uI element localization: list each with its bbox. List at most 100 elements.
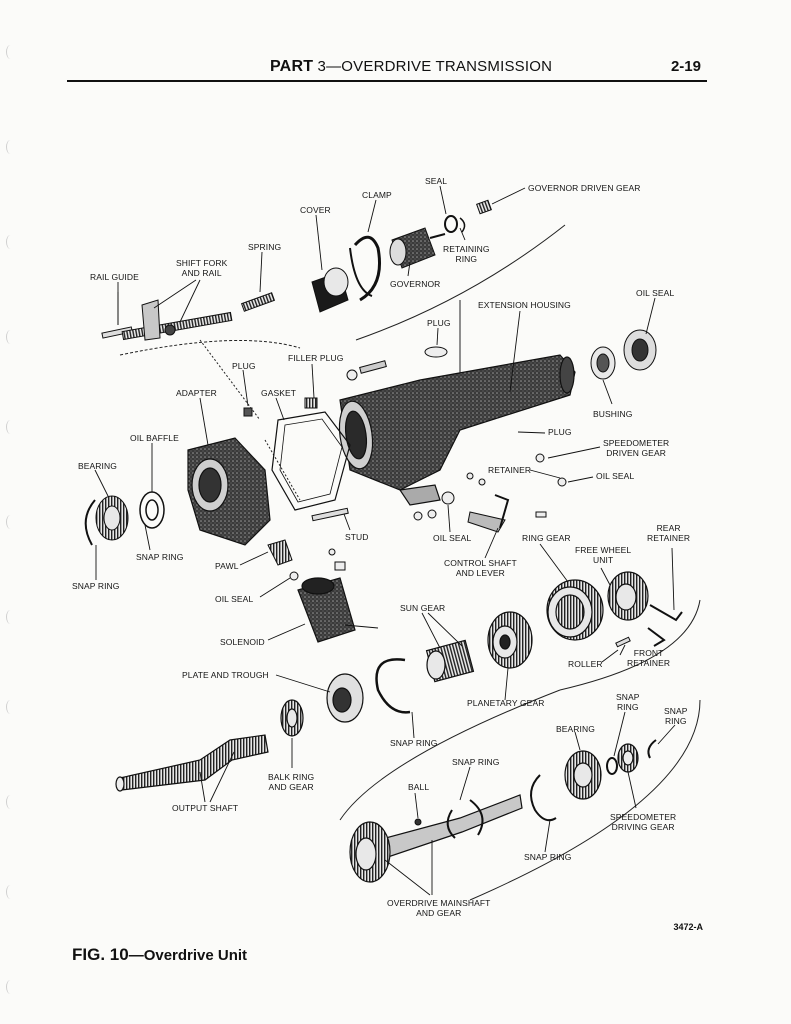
free-wheel-unit-part	[607, 571, 649, 621]
governor-part	[389, 227, 446, 269]
filler-plug-small-part	[304, 397, 318, 409]
plug-top-part	[424, 346, 448, 358]
label-plate-and-trough: PLATE AND TROUGH	[182, 670, 269, 680]
oil-baffle-part	[139, 491, 165, 529]
control-shaft-part	[467, 494, 510, 533]
binder-hole	[6, 980, 15, 994]
cover-part	[311, 267, 349, 313]
label-oil-baffle: OIL BAFFLE	[130, 433, 179, 443]
label-snap-ring-mid: SNAP RING	[452, 757, 500, 767]
binder-hole	[6, 235, 15, 249]
label-snap-ring-center: SNAP RING	[390, 738, 438, 748]
label-bushing: BUSHING	[593, 409, 633, 419]
bearing-right-part	[564, 750, 602, 800]
label-oil-seal-top: OIL SEAL	[636, 288, 675, 298]
plug-left-part	[243, 407, 253, 417]
assembly-guide-line	[119, 339, 301, 356]
label-speedometer-driven-gear: SPEEDOMETER DRIVEN GEAR	[603, 438, 670, 458]
label-plug-top: PLUG	[427, 318, 451, 328]
shift-fork-part	[121, 299, 233, 341]
label-cover: COVER	[300, 205, 331, 215]
label-control-shaft-and-lever: CONTROL SHAFT AND LEVER	[444, 558, 517, 578]
filler-plug-part	[346, 360, 387, 381]
binder-hole	[6, 610, 15, 624]
assembly-guide-line	[264, 439, 301, 501]
label-adapter: ADAPTER	[176, 388, 217, 398]
assembly-guide-line	[339, 689, 561, 821]
label-governor: GOVERNOR	[390, 279, 441, 289]
label-filler-plug: FILLER PLUG	[288, 353, 344, 363]
plate-and-trough-part	[326, 673, 364, 723]
label-balk-ring-and-gear: BALK RING AND GEAR	[268, 772, 315, 792]
label-snap-ring-far-right: SNAP RING	[664, 706, 688, 726]
label-front-retainer: FRONT RETAINER	[627, 648, 671, 668]
bushing-part	[590, 346, 616, 380]
label-plug-left: PLUG	[232, 361, 256, 371]
assembly-guide-line	[559, 599, 701, 691]
label-gasket: GASKET	[261, 388, 297, 398]
spring-part	[240, 292, 276, 312]
roller-part	[615, 636, 631, 648]
part-label: PART	[270, 58, 314, 75]
snap-ring-lower-part	[530, 774, 557, 822]
label-solenoid: SOLENOID	[220, 637, 265, 647]
snap-ring-mid-part	[446, 799, 484, 839]
planetary-gear-part	[487, 611, 533, 669]
label-snap-ring-upper-right: SNAP RING	[616, 692, 640, 712]
label-snap-ring-far-left: SNAP RING	[72, 581, 120, 591]
binder-hole	[6, 140, 15, 154]
label-ball: BALL	[408, 782, 430, 792]
snap-ring-left-part	[84, 499, 96, 546]
balk-ring-part	[280, 699, 304, 737]
oil-seal-left-part	[289, 571, 299, 581]
header-rule	[67, 80, 707, 82]
binder-hole	[6, 420, 15, 434]
label-planetary-gear: PLANETARY GEAR	[467, 698, 545, 708]
label-rear-retainer: REAR RETAINER	[647, 523, 691, 543]
rear-retainer-part	[649, 604, 683, 622]
label-plug-right: PLUG	[548, 427, 572, 437]
label-speedometer-driving-gear: SPEEDOMETER DRIVING GEAR	[610, 812, 677, 832]
assembly-guide-line	[199, 339, 261, 421]
page-number: 2-19	[670, 58, 701, 75]
label-snap-ring-lower: SNAP RING	[524, 852, 572, 862]
binder-hole	[6, 330, 15, 344]
label-clamp: CLAMP	[362, 190, 392, 200]
ball-part	[414, 818, 422, 826]
sun-gear-part	[425, 639, 475, 683]
snap-ring-far-right-part	[647, 739, 657, 759]
label-oil-seal-left: OIL SEAL	[215, 594, 254, 604]
section-title: 3—OVERDRIVE TRANSMISSION	[317, 58, 553, 75]
label-stud: STUD	[345, 532, 369, 542]
assembly-guide-line	[469, 699, 701, 901]
label-retaining-ring: RETAINING RING	[443, 244, 490, 264]
oil-seal-top-part	[623, 329, 657, 371]
label-bearing-left: BEARING	[78, 461, 117, 471]
binder-hole	[6, 45, 15, 59]
ring-gear-part	[546, 579, 604, 641]
clamp-part	[349, 235, 381, 302]
figure-number: FIG. 10	[72, 945, 129, 964]
label-shift-fork-and-rail: SHIFT FORK AND RAIL	[176, 258, 228, 278]
solenoid-part	[297, 577, 379, 643]
label-output-shaft: OUTPUT SHAFT	[172, 803, 239, 813]
leader-lines	[94, 185, 676, 896]
label-oil-seal-mid: OIL SEAL	[433, 533, 472, 543]
label-roller: ROLLER	[568, 659, 603, 669]
label-retainer: RETAINER	[488, 465, 532, 475]
snap-ring-upper-right-part	[606, 757, 618, 775]
binder-hole	[6, 885, 15, 899]
label-free-wheel-unit: FREE WHEEL UNIT	[575, 545, 632, 565]
output-shaft-part	[115, 734, 269, 792]
label-ring-gear: RING GEAR	[522, 533, 571, 543]
page-header-title: PART 3—OVERDRIVE TRANSMISSION	[270, 58, 552, 76]
mainshaft-part	[349, 794, 523, 883]
binder-hole	[6, 515, 15, 529]
assembly-guide-line	[355, 224, 566, 341]
gasket-part	[271, 411, 351, 511]
snap-ring-center-part	[375, 658, 411, 714]
figure-caption: FIG. 10—Overdrive Unit	[72, 945, 247, 965]
speedometer-driving-gear-part	[617, 743, 639, 773]
label-snap-ring-left: SNAP RING	[136, 552, 184, 562]
label-extension-housing: EXTENSION HOUSING	[478, 300, 571, 310]
